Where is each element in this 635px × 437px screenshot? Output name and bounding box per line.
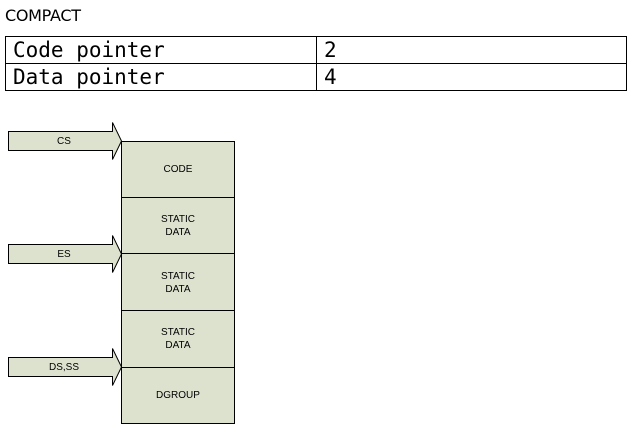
memory-block-static-data-2: STATIC DATA [121, 253, 235, 311]
register-label: CS [57, 136, 71, 147]
memory-block-label: CODE [164, 164, 193, 175]
memory-block-label: STATIC [161, 327, 195, 338]
table-row: Code pointer 2 [5, 36, 627, 64]
memory-block-label: DGROUP [156, 390, 200, 401]
memory-block-static-data-1: STATIC DATA [121, 197, 235, 254]
code-pointer-label: Code pointer [5, 36, 317, 64]
memory-block-label: DATA [165, 340, 191, 351]
memory-block-label: DATA [165, 284, 191, 295]
table-row: Data pointer 4 [5, 63, 627, 91]
page-title: COMPACT [5, 6, 81, 25]
es-register-arrow: ES [8, 235, 123, 273]
memory-block-code: CODE [121, 141, 235, 198]
memory-block-label: STATIC [161, 271, 195, 282]
pointer-size-table: Code pointer 2 Data pointer 4 [5, 36, 627, 91]
memory-block-label: STATIC [161, 214, 195, 225]
cs-register-arrow: CS [8, 122, 123, 160]
memory-block-label: DATA [165, 227, 191, 238]
ds-ss-register-arrow: DS,SS [8, 348, 123, 386]
memory-block-dgroup: DGROUP [121, 367, 235, 424]
memory-block-static-data-3: STATIC DATA [121, 310, 235, 368]
data-pointer-value: 4 [316, 63, 627, 91]
register-label: ES [57, 249, 71, 260]
register-label: DS,SS [49, 362, 79, 373]
data-pointer-label: Data pointer [5, 63, 317, 91]
